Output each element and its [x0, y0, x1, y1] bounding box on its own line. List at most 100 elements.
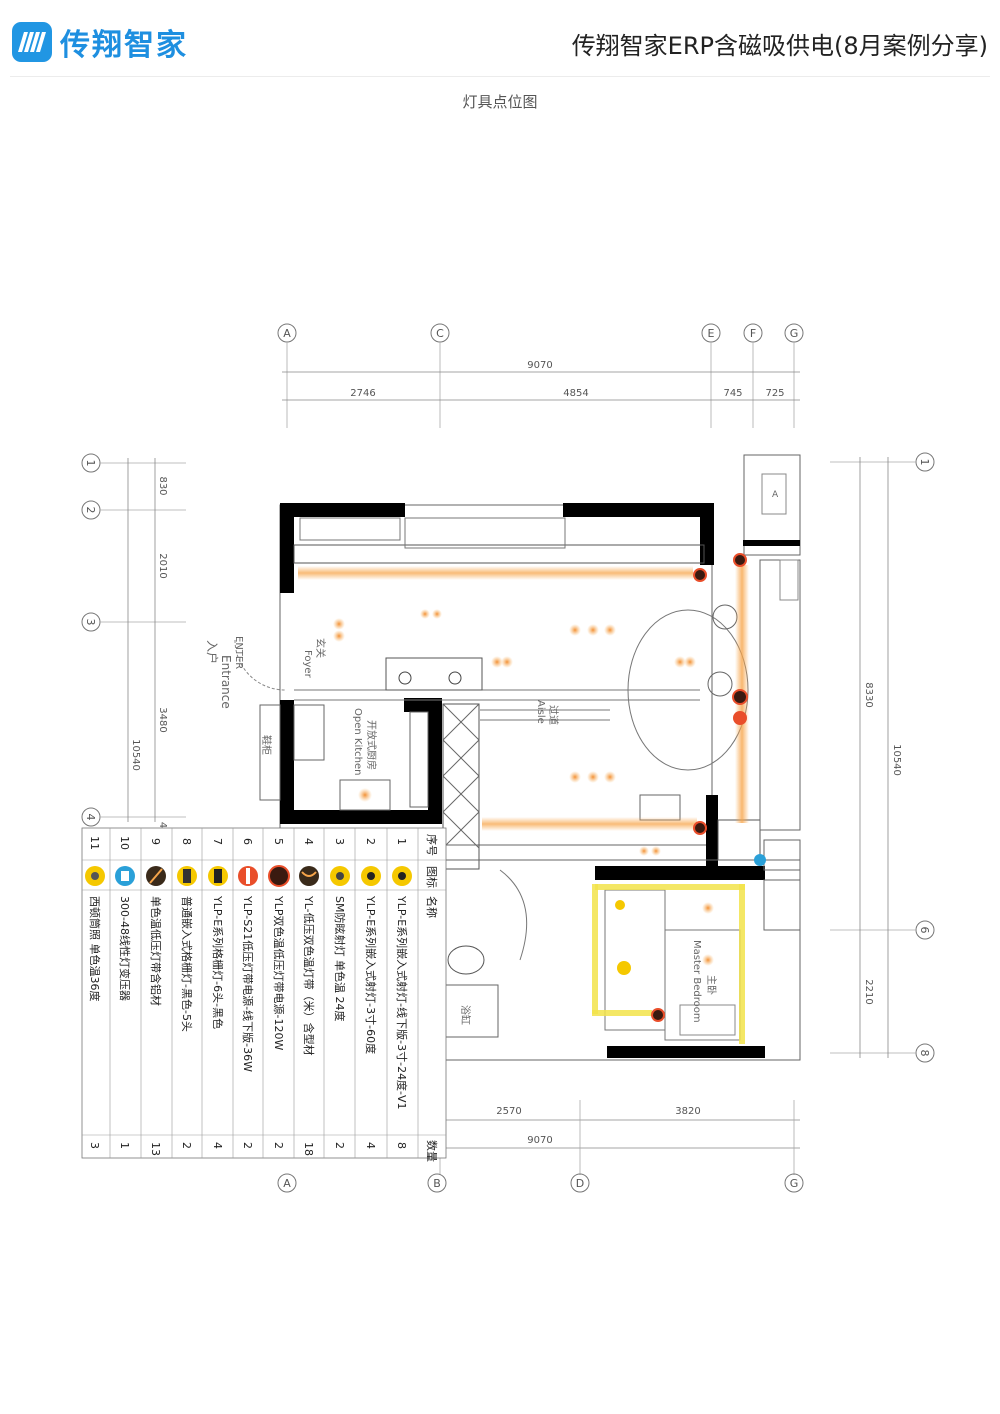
- legend-index: 5: [272, 838, 285, 845]
- legend-row: 3 SM防眩射灯 单色温 24度 2: [330, 838, 350, 1149]
- legend-table: 序号 图标 名称 数量 1 YLP-E系列嵌入式射灯-线下版-3寸-24度-V1…: [81, 827, 447, 1162]
- axis-label: C: [436, 327, 444, 340]
- legend-index: 6: [241, 838, 254, 845]
- legend-name: YLP-S21低压灯带电源-线下版-36W: [241, 895, 255, 1072]
- legend-name: 单色温低压灯带含铝材: [149, 896, 163, 1006]
- legend-index: 4: [302, 838, 315, 845]
- spotlight-glow: [604, 624, 616, 636]
- legend-index: 2: [364, 838, 377, 845]
- legend-row: 6 YLP-S21低压灯带电源-线下版-36W 2: [238, 838, 258, 1149]
- legend-name: YL-低压双色温灯带（米）含型材: [302, 895, 316, 1056]
- spotlight-glow: [420, 609, 430, 619]
- legend-header-icon: 图标: [425, 866, 439, 888]
- legend-row: 4 YL-低压双色温灯带（米）含型材 18: [299, 838, 319, 1156]
- legend-name: SM防眩射灯 单色温 24度: [333, 896, 347, 1021]
- legend-qty: 3: [88, 1142, 101, 1149]
- floor-plan-walls: A: [234, 454, 801, 1061]
- legend-qty: 2: [241, 1142, 254, 1149]
- legend-row: 5 YLP双色温低压灯带电源-120W 2: [268, 838, 290, 1149]
- legend-name: 普通嵌入式格栅灯-黑色-5头: [180, 896, 194, 1032]
- legend-index: 3: [333, 838, 346, 845]
- legend-header-name: 名称: [425, 896, 439, 918]
- dimension-segment: 3480: [157, 707, 168, 732]
- spotlight-glow: [358, 788, 372, 802]
- legend-name: 300-48线性灯变压器: [118, 896, 132, 1001]
- legend-name: 西顿筒照 单色温36度: [88, 896, 102, 1002]
- brand-logo[interactable]: 传翔智家: [12, 20, 188, 64]
- spotlight-glow: [587, 624, 599, 636]
- legend-qty: 4: [211, 1142, 224, 1149]
- room-label-foyer: Foyer: [302, 650, 313, 679]
- legend-qty: 2: [180, 1142, 193, 1149]
- axis-label: 4: [84, 814, 97, 821]
- axis-label: 2: [84, 507, 97, 514]
- spotlight-glow: [491, 656, 503, 668]
- spotlight-glow: [501, 656, 513, 668]
- dimension-segment: 8330: [863, 682, 874, 707]
- dimension-segment: 4854: [563, 388, 588, 399]
- downlight-icon: [617, 961, 631, 975]
- dimension-stub: 4: [157, 822, 168, 828]
- downlight-icon: [615, 900, 625, 910]
- spotlight-glow: [702, 902, 714, 914]
- dimension-segment: 2010: [157, 553, 168, 578]
- document-title: 传翔智家ERP含磁吸供电(8月案例分享): [571, 32, 988, 60]
- legend-index: 1: [395, 838, 408, 845]
- axis-label: 1: [84, 460, 97, 467]
- legend-index: 7: [211, 838, 224, 845]
- power-supply-icon: [268, 865, 290, 887]
- spotlight-glow: [684, 656, 696, 668]
- legend-header-qty: 数量: [425, 1140, 438, 1162]
- power-supply-icon: [733, 711, 747, 725]
- axis-label: A: [283, 327, 291, 340]
- dimension-segment: 2746: [350, 388, 375, 399]
- legend-qty: 2: [333, 1142, 346, 1149]
- room-label-bathroom: 浴缸: [459, 1005, 472, 1025]
- spotlight-glow: [569, 771, 581, 783]
- right-axis-grid: 1 6 8 8330 2210 10540: [830, 452, 935, 1063]
- light-strip-aisle-bottom: [482, 817, 697, 831]
- room-label-kitchen: Open Kitchen: [352, 708, 363, 775]
- axis-label: G: [790, 327, 799, 340]
- dimension-segment: 2570: [496, 1106, 521, 1117]
- spotlight-glow: [639, 846, 649, 856]
- legend-row: 9 单色温低压灯带含铝材 13: [146, 838, 166, 1156]
- legend-qty: 1: [118, 1142, 131, 1149]
- legend-index: 10: [118, 836, 131, 850]
- legend-row: 7 YLP-E系列格栅灯-6头-黑色 4: [208, 838, 228, 1149]
- legend-index: 9: [149, 838, 162, 845]
- axis-label: F: [750, 327, 756, 340]
- transformer-icon: [754, 854, 766, 866]
- spotlight-glow: [587, 771, 599, 783]
- page-header: 传翔智家 传翔智家ERP含磁吸供电(8月案例分享): [0, 0, 1000, 80]
- legend-qty: 18: [302, 1142, 315, 1156]
- room-label-aisle-cn: 过道: [547, 705, 560, 725]
- dimension-segment: 3820: [675, 1106, 700, 1117]
- legend-qty: 13: [149, 1142, 162, 1156]
- bottom-axis-grid: 2570 3820 9070 A B D G: [277, 1100, 804, 1193]
- power-supply-icon: [733, 553, 747, 567]
- highlight-strip: [595, 884, 745, 890]
- legend-row: 2 YLP-E系列嵌入式射灯-3寸-60度 4: [361, 838, 381, 1149]
- dimension-segment: 2210: [863, 979, 874, 1004]
- axis-label: G: [790, 1177, 799, 1190]
- legend-row: 1 YLP-E系列嵌入式射灯-线下版-3寸-24度-V1 8: [392, 838, 412, 1149]
- left-axis-grid: 1 2 3 4 830 2010 3480 10540 4: [81, 453, 186, 828]
- legend-row: 10 300-48线性灯变压器 1: [115, 836, 135, 1149]
- legend-name: YLP双色温低压灯带电源-120W: [272, 895, 286, 1050]
- spotlight-glow: [651, 846, 661, 856]
- top-axis-grid: A C E F G 9070 2746 4854 745 725: [277, 323, 804, 428]
- spotlight-glow: [432, 609, 442, 619]
- power-supply-icon: [693, 821, 707, 835]
- legend-qty: 2: [272, 1142, 285, 1149]
- legend-index: 11: [88, 836, 101, 850]
- axis-label: 8: [918, 1050, 931, 1057]
- drawing-caption: 灯具点位图: [462, 93, 538, 111]
- light-strip-kitchen-top: [298, 566, 693, 580]
- room-label-aisle: Aisle: [535, 700, 546, 724]
- legend-name: YLP-E系列嵌入式射灯-3寸-60度: [364, 895, 378, 1054]
- spotlight-glow: [702, 954, 714, 966]
- legend-row: 11 西顿筒照 单色温36度 3: [85, 836, 105, 1149]
- header-divider: [10, 76, 990, 77]
- brand-name: 传翔智家: [60, 28, 188, 63]
